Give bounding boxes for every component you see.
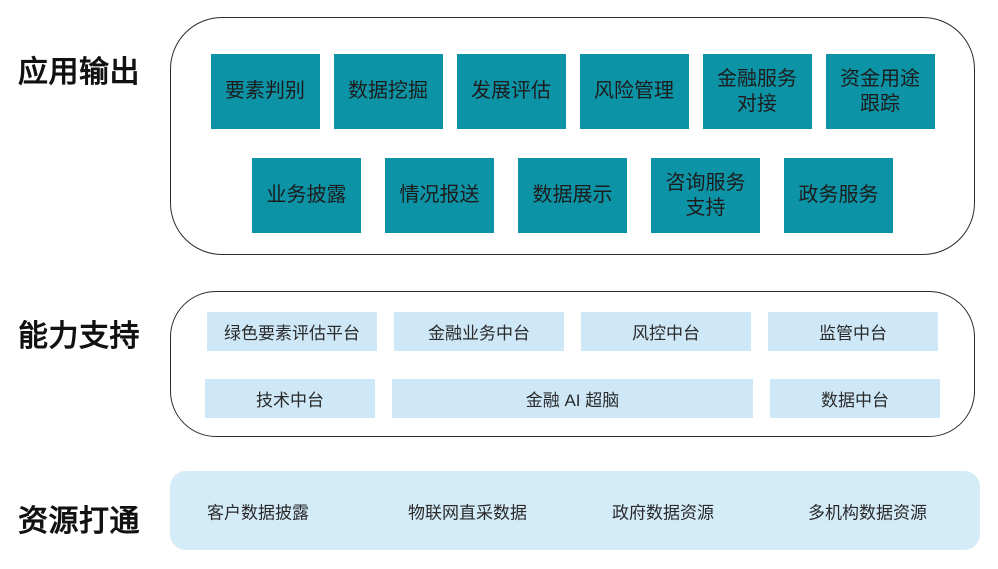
section-label-app-output: 应用输出 (18, 56, 140, 89)
capability-row-1: 绿色要素评估平台 金融业务中台 风控中台 监管中台 (171, 312, 974, 351)
band-item-multi-agency-data-resource: 多机构数据资源 (808, 503, 927, 522)
box-green-factor-evaluation-platform: 绿色要素评估平台 (207, 312, 377, 351)
band-item-government-data-resource: 政府数据资源 (612, 503, 714, 522)
resources-band: 客户数据披露 物联网直采数据 政府数据资源 多机构数据资源 (170, 471, 980, 550)
box-data-mining: 数据挖掘 (333, 54, 443, 129)
box-business-disclosure: 业务披露 (252, 158, 361, 233)
section-label-capability-support: 能力支持 (18, 320, 140, 353)
box-financial-ai-superbrain: 金融 AI 超脑 (392, 379, 753, 418)
box-risk-control-middle-platform: 风控中台 (581, 312, 751, 351)
section-label-resource-connection: 资源打通 (18, 505, 140, 538)
band-item-customer-data-disclosure: 客户数据披露 (207, 503, 309, 522)
box-fund-usage-tracking: 资金用途 跟踪 (825, 54, 935, 129)
box-data-display: 数据展示 (518, 158, 627, 233)
band-item-iot-direct-data: 物联网直采数据 (408, 503, 527, 522)
app-output-row-1: 要素判别 数据挖掘 发展评估 风险管理 金融服务 对接 资金用途 跟踪 (171, 54, 974, 129)
app-output-row-2: 业务披露 情况报送 数据展示 咨询服务 支持 政务服务 (171, 158, 974, 233)
box-development-evaluation: 发展评估 (456, 54, 566, 129)
box-consulting-service-support: 咨询服务 支持 (651, 158, 760, 233)
box-technology-middle-platform: 技术中台 (205, 379, 375, 418)
box-factor-identification: 要素判别 (210, 54, 320, 129)
capability-row-2: 技术中台 金融 AI 超脑 数据中台 (171, 379, 974, 418)
box-data-middle-platform: 数据中台 (770, 379, 940, 418)
app-output-container: 要素判别 数据挖掘 发展评估 风险管理 金融服务 对接 资金用途 跟踪 业务披露… (170, 17, 975, 255)
box-risk-management: 风险管理 (579, 54, 689, 129)
box-situation-reporting: 情况报送 (385, 158, 494, 233)
box-financial-service-connection: 金融服务 对接 (702, 54, 812, 129)
box-supervision-middle-platform: 监管中台 (768, 312, 938, 351)
box-government-affairs-service: 政务服务 (784, 158, 893, 233)
box-financial-business-middle-platform: 金融业务中台 (394, 312, 564, 351)
capability-container: 绿色要素评估平台 金融业务中台 风控中台 监管中台 技术中台 金融 AI 超脑 … (170, 291, 975, 437)
